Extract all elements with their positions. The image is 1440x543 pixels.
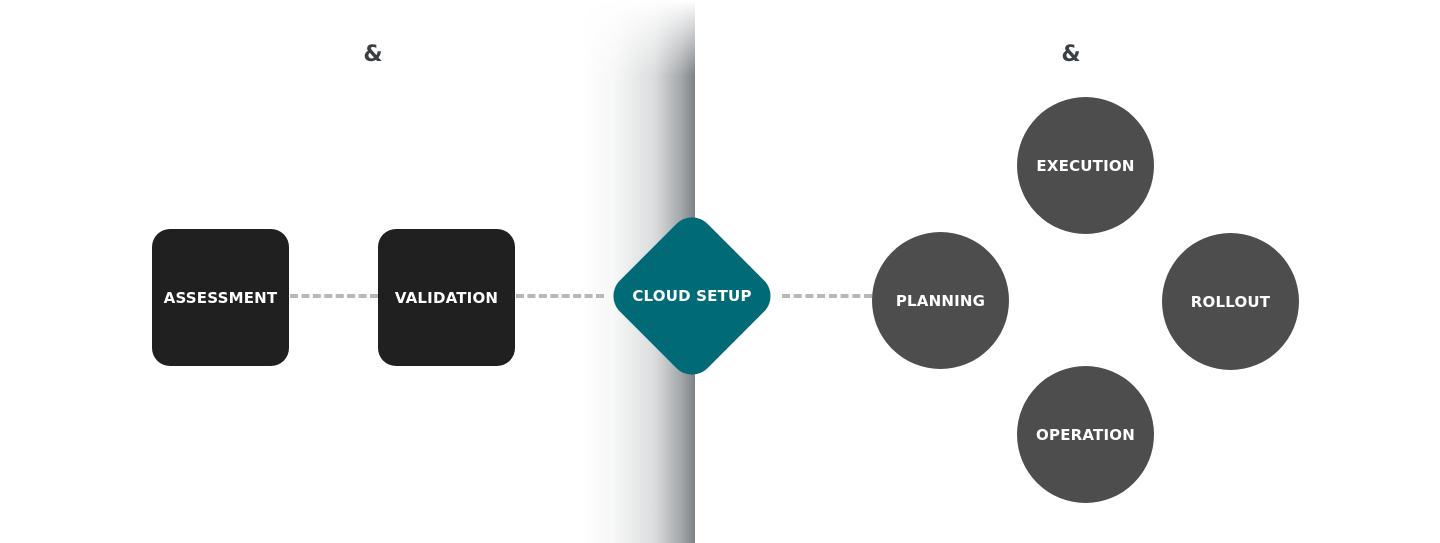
operation-node: OPERATION xyxy=(1017,366,1154,503)
assessment-node: ASSESSMENT xyxy=(152,229,289,366)
assessment-label: ASSESSMENT xyxy=(163,288,278,307)
operation-label: OPERATION xyxy=(1036,425,1135,444)
rollout-label: ROLLOUT xyxy=(1190,292,1271,311)
execution-label: EXECUTION xyxy=(1036,156,1135,175)
execution-node: EXECUTION xyxy=(1017,97,1154,234)
connector-validation-cloud-setup xyxy=(516,294,604,298)
right-ampersand: & xyxy=(1061,42,1081,67)
planning-label: PLANNING xyxy=(895,291,986,310)
connector-assessment-validation xyxy=(290,294,378,298)
cloud-setup-label-box: CLOUD SETUP xyxy=(602,284,782,308)
validation-label: VALIDATION xyxy=(394,288,499,307)
validation-node: VALIDATION xyxy=(378,229,515,366)
left-ampersand: & xyxy=(363,42,383,67)
connector-cloud-setup-planning xyxy=(782,294,872,298)
planning-node: PLANNING xyxy=(872,232,1009,369)
cloud-setup-label: CLOUD SETUP xyxy=(632,287,752,305)
rollout-node: ROLLOUT xyxy=(1162,233,1299,370)
